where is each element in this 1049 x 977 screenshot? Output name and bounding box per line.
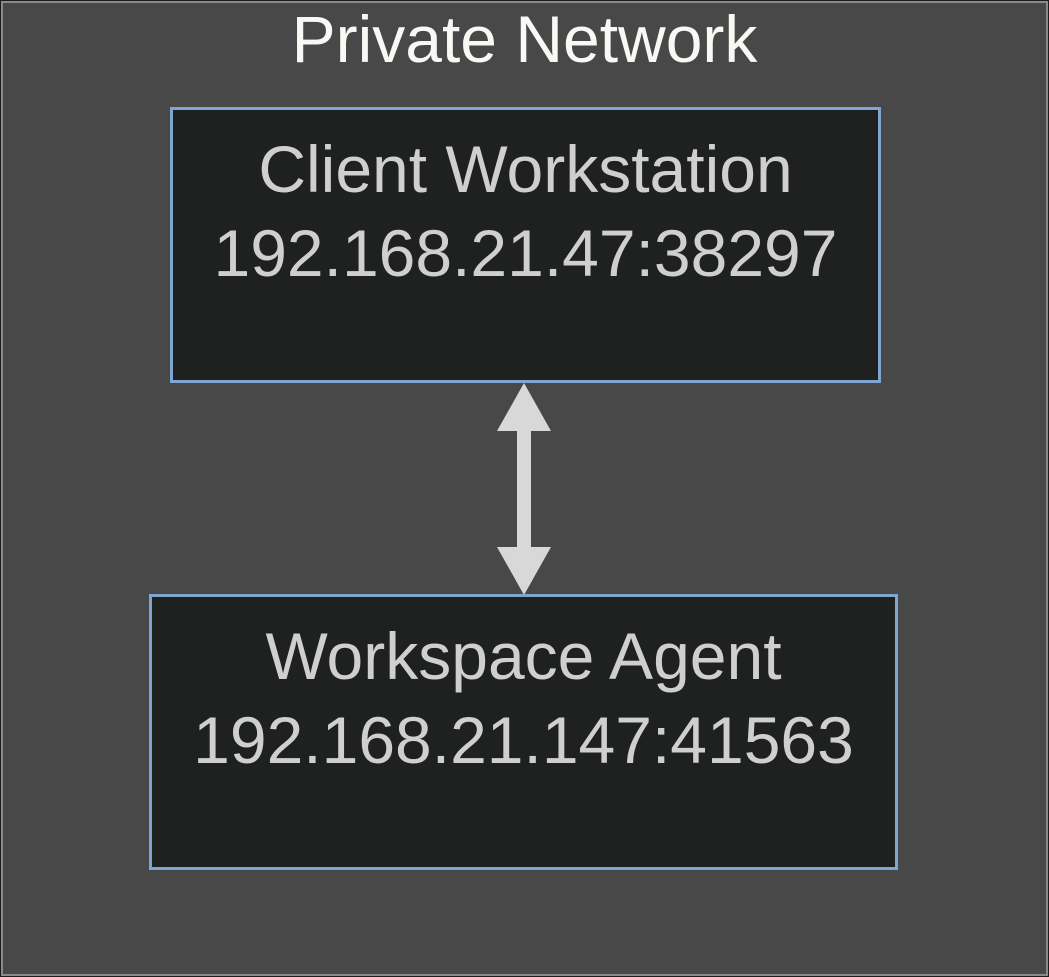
node-client-workstation-address: 192.168.21.47:38297 bbox=[213, 216, 838, 290]
bidirectional-arrow-icon bbox=[497, 383, 551, 595]
diagram-title: Private Network bbox=[291, 2, 758, 76]
node-client-workstation-name: Client Workstation bbox=[258, 132, 793, 206]
node-client-workstation: Client Workstation 192.168.21.47:38297 bbox=[170, 107, 881, 383]
node-workspace-agent-name: Workspace Agent bbox=[265, 619, 782, 693]
node-workspace-agent: Workspace Agent 192.168.21.147:41563 bbox=[149, 594, 898, 870]
bidirectional-arrow-shape bbox=[497, 383, 551, 595]
node-workspace-agent-address: 192.168.21.147:41563 bbox=[193, 703, 854, 777]
